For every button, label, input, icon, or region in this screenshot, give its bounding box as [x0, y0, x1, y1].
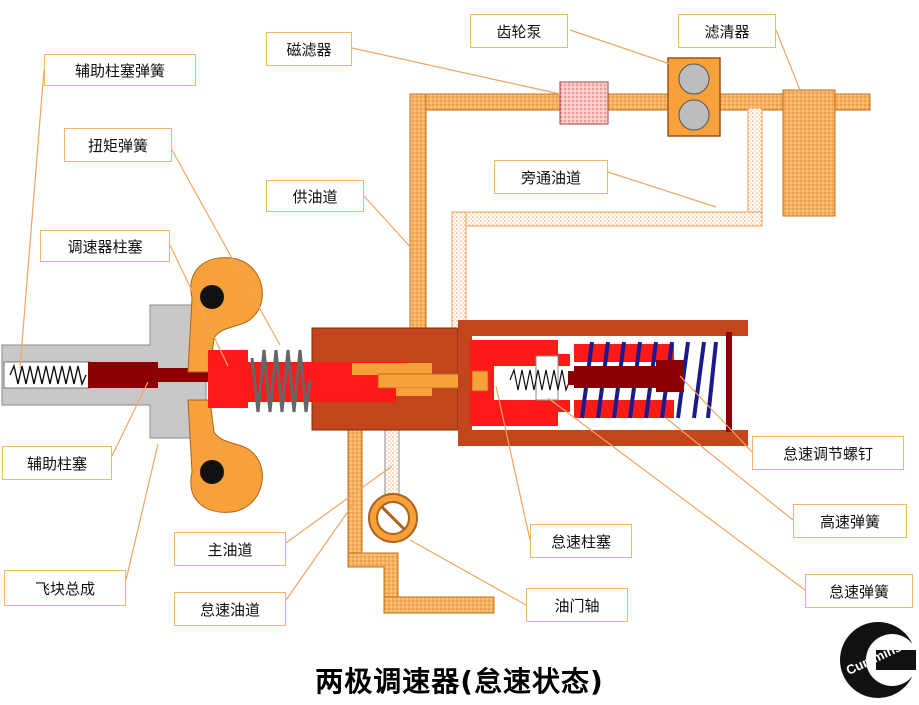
label-throttle-shaft: 油门轴 [526, 588, 628, 622]
filter-body [782, 89, 836, 217]
throttle-shaft-body [368, 493, 418, 543]
label-idle-adjust-screw: 怠速调节螺钉 [752, 436, 904, 470]
label-flyweight-assembly: 飞块总成 [4, 570, 126, 606]
magnetic-filter-body [559, 81, 609, 125]
label-magnetic-filter: 磁滤器 [266, 32, 352, 66]
label-main-passage: 主油道 [174, 532, 286, 566]
gear-pump-body [667, 57, 721, 137]
label-bypass-passage: 旁通油道 [494, 160, 608, 194]
label-aux-plunger-spring: 辅助柱塞弹簧 [44, 54, 196, 86]
aux-plunger-body [88, 362, 158, 388]
label-aux-plunger: 辅助柱塞 [2, 446, 112, 480]
label-idle-spring: 怠速弹簧 [805, 574, 913, 608]
label-idle-plunger: 怠速柱塞 [530, 524, 632, 558]
leader-lines [19, 29, 806, 606]
label-gear-pump: 齿轮泵 [470, 14, 568, 48]
cummins-logo-mark: Cummins [840, 622, 918, 698]
cummins-logo: Cummins [836, 618, 918, 698]
idle-adjust-screw-body [568, 360, 684, 392]
torque-spring-coil [250, 349, 312, 413]
idle-oil-line [347, 394, 495, 614]
diagram-title: 两极调速器(怠速状态) [315, 665, 604, 698]
supply-oil-line [409, 93, 871, 365]
label-governor-plunger: 调速器柱塞 [40, 230, 170, 262]
idle-spring-coil [509, 367, 571, 393]
label-idle-passage: 怠速油道 [174, 592, 286, 626]
label-torque-spring: 扭矩弹簧 [64, 128, 172, 162]
aux-plunger-spring-coil [9, 363, 87, 387]
flyweight-lower [187, 399, 263, 513]
flyweight-upper [187, 257, 263, 373]
label-filter: 滤清器 [678, 14, 776, 48]
idle-spring-housing [458, 320, 748, 446]
label-supply-passage: 供油道 [266, 180, 364, 212]
bypass-oil-line [451, 107, 763, 363]
label-high-speed-spring: 高速弹簧 [793, 504, 907, 538]
